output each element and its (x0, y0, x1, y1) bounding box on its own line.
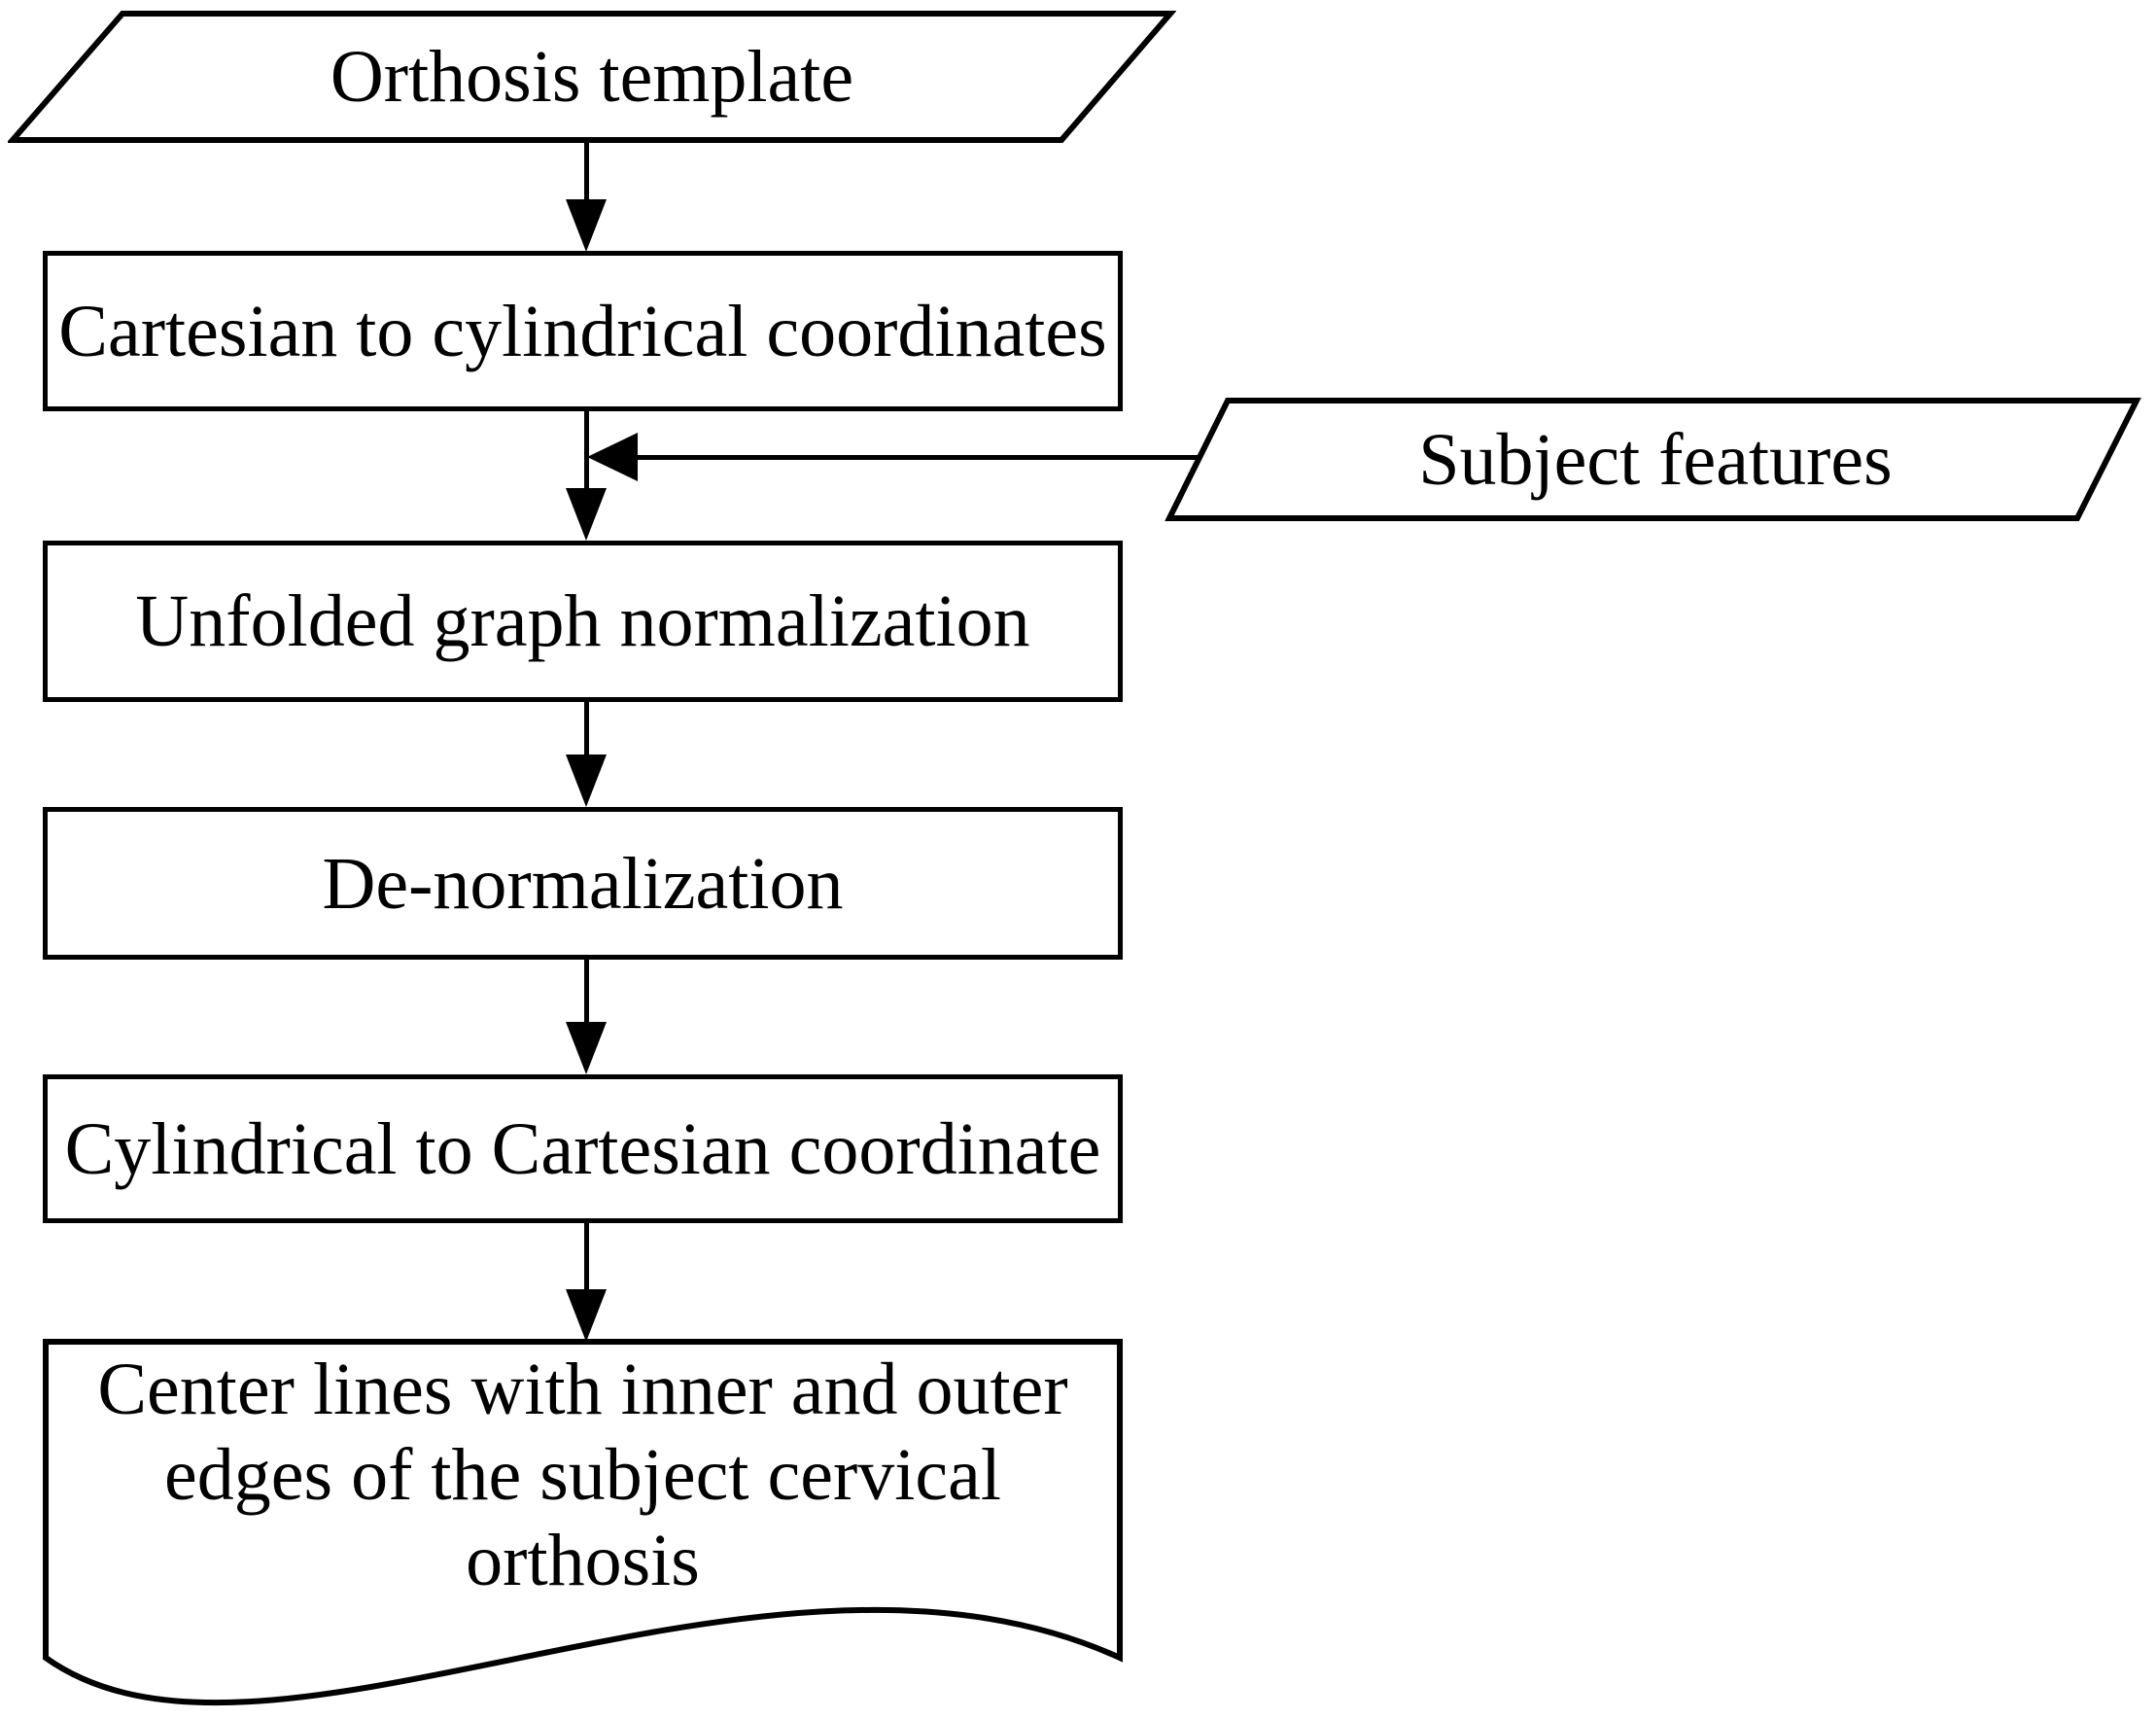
node-output-document: Center lines with inner and outer edges … (43, 1347, 1123, 1603)
arrowhead-down-icon (566, 754, 607, 807)
node-de-normalization: De-normalization (43, 807, 1123, 960)
connector-denormalization-to-cylindrical (584, 958, 589, 1024)
output-document-line: Center lines with inner and outer (97, 1349, 1068, 1430)
node-subject-features: Subject features (1418, 418, 1893, 501)
node-subject-features-shape (1165, 398, 2141, 521)
connector-cylindrical-to-output (584, 1221, 589, 1291)
connector-unfolded-to-denormalization (584, 700, 589, 756)
node-output-document-shape (43, 1339, 1123, 1705)
arrowhead-left-icon (587, 433, 638, 481)
node-orthosis-template: Orthosis template (330, 36, 854, 118)
node-cartesian-to-cylindrical: Cartesian to cylindrical coordinates (43, 251, 1123, 411)
arrowhead-down-icon (566, 199, 607, 252)
node-orthosis-template-shape (8, 11, 1176, 143)
arrowhead-down-icon (566, 488, 607, 541)
node-cylindrical-to-cartesian: Cylindrical to Cartesian coordinate (43, 1074, 1123, 1223)
connector-cartesian-to-unfolded (584, 409, 589, 492)
connector-orthosis-to-cartesian (584, 136, 589, 204)
arrowhead-down-icon (566, 1289, 607, 1342)
output-document-line: orthosis (466, 1520, 700, 1601)
node-unfolded-graph-normalization: Unfolded graph normalization (43, 541, 1123, 702)
connector-subject-features-to-junction (637, 455, 1199, 460)
output-document-line: edges of the subject cervical (164, 1434, 1001, 1516)
arrowhead-down-icon (566, 1022, 607, 1074)
